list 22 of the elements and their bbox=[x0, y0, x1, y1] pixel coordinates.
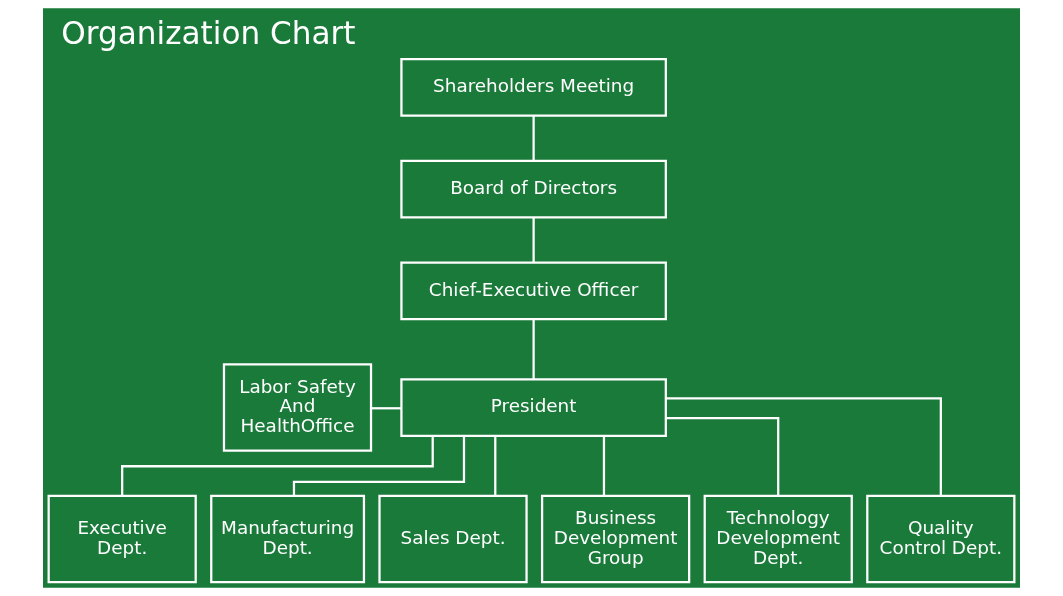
connector bbox=[532, 217, 535, 263]
diagram-title: Organization Chart bbox=[61, 15, 356, 52]
node-box: Labor Safety And HealthOffice bbox=[222, 363, 373, 452]
node-box: Board of Directors bbox=[400, 159, 667, 219]
node-box: President bbox=[400, 378, 667, 437]
node-box: Executive Dept. bbox=[47, 494, 197, 584]
connector bbox=[371, 407, 402, 410]
connector bbox=[121, 436, 434, 496]
node-box: Manufacturing Dept. bbox=[210, 494, 366, 584]
node-box: Technology Development Dept. bbox=[703, 494, 853, 584]
node-box: Quality Control Dept. bbox=[866, 494, 1016, 584]
node-box: Shareholders Meeting bbox=[400, 57, 667, 117]
connector bbox=[532, 319, 535, 380]
connector bbox=[665, 417, 780, 496]
connector bbox=[292, 436, 466, 496]
node-box: Chief-Executive Officer bbox=[400, 261, 667, 321]
connector bbox=[532, 115, 535, 161]
node-box: Business Development Group bbox=[540, 494, 691, 584]
node-box: Sales Dept. bbox=[378, 494, 528, 584]
connector bbox=[494, 436, 497, 496]
connector bbox=[665, 397, 942, 496]
connector bbox=[602, 436, 606, 496]
